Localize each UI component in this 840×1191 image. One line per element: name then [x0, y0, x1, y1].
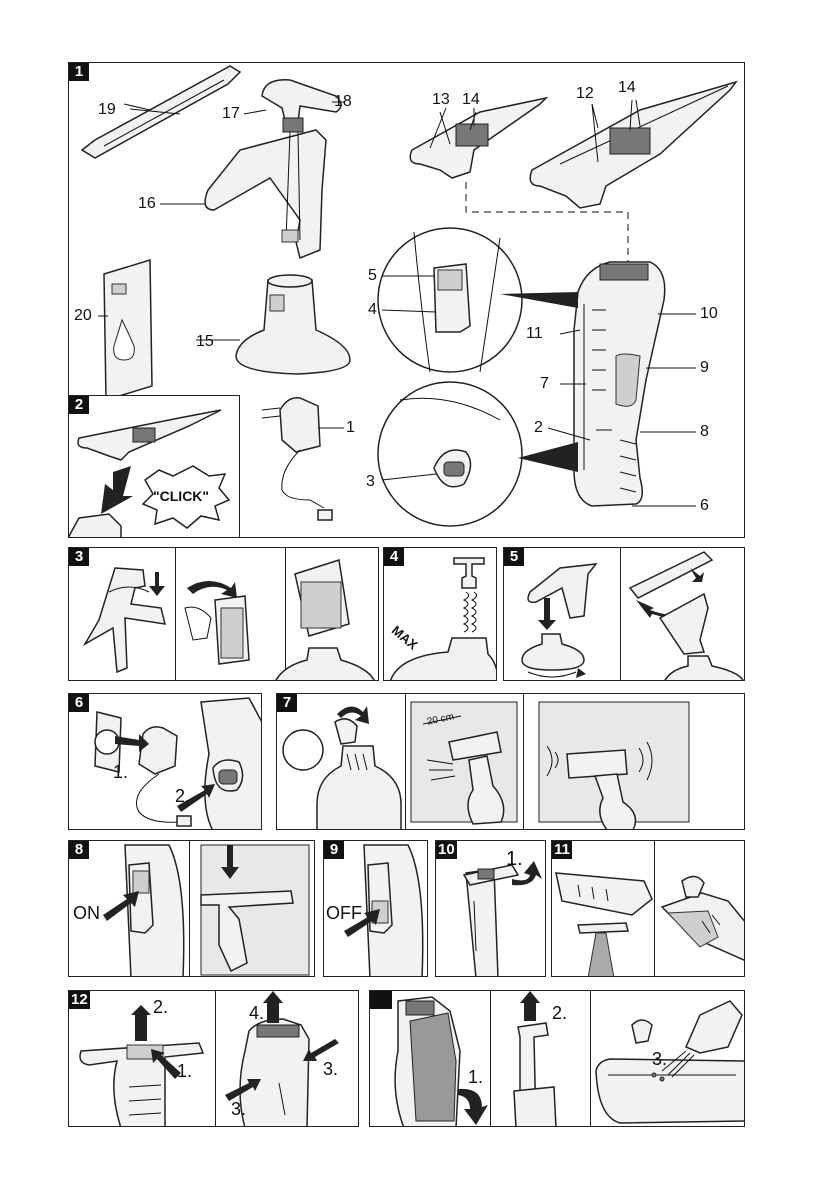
- part-label-6: 6: [700, 498, 709, 514]
- part-label-20: 20: [74, 308, 92, 324]
- part-label-13: 13: [432, 92, 450, 108]
- part-label-15: 15: [196, 334, 214, 350]
- part-label-5: 5: [368, 268, 377, 284]
- part-label-12: 12: [576, 86, 594, 102]
- off-label: OFF: [326, 905, 362, 921]
- panel-5: 5: [503, 547, 745, 681]
- panel-4: 4 MAX: [383, 547, 497, 681]
- detergent-sachet-20: [104, 260, 152, 400]
- panel-9: 9 OFF: [323, 840, 428, 977]
- wiper-attachment-16: [205, 130, 326, 258]
- part-label-19: 19: [98, 102, 116, 118]
- step-2-label: 2.: [153, 999, 168, 1015]
- charger-1: [280, 398, 320, 452]
- panel-7: 7 20 cm: [276, 693, 745, 830]
- part-label-17: 17: [222, 106, 240, 122]
- panel-8: 8 ON: [68, 840, 315, 977]
- panel-2: 2 "CLICK": [68, 395, 240, 538]
- step-1-label: 1.: [177, 1063, 192, 1079]
- step-3-label: 3.: [652, 1051, 667, 1067]
- step-3b-label: 3.: [231, 1101, 246, 1117]
- step-2-label: 2.: [552, 1005, 567, 1021]
- step-1-label: 1.: [468, 1069, 483, 1085]
- part-label-10: 10: [700, 306, 718, 322]
- step-2-label: 2.: [175, 788, 190, 804]
- panel-11: 11: [551, 840, 745, 977]
- step-4-label: 4.: [249, 1005, 264, 1021]
- step-1-label: 1.: [506, 851, 523, 867]
- part-label-4: 4: [368, 302, 377, 318]
- panel-12: 12 2. 1. 4. 3. 3.: [68, 990, 359, 1127]
- panel-10: 10 1.: [435, 840, 546, 977]
- part-label-18: 18: [334, 94, 352, 110]
- part-label-2: 2: [534, 420, 543, 436]
- spray-bottle-15: [236, 280, 350, 374]
- part-label-11: 11: [526, 326, 543, 342]
- part-label-16: 16: [138, 196, 156, 212]
- on-label: ON: [73, 905, 100, 921]
- part-label-1: 1: [346, 420, 355, 436]
- panel-3: 3: [68, 547, 379, 681]
- spray-nozzle-18: [262, 80, 341, 124]
- click-text: "CLICK": [153, 488, 209, 504]
- part-label-7: 7: [540, 376, 549, 392]
- step-1-label: 1.: [113, 764, 128, 780]
- part-label-3: 3: [366, 474, 375, 490]
- panel-13: 1. 2. 3.: [369, 990, 745, 1127]
- part-label-9: 9: [700, 360, 709, 376]
- step-3a-label: 3.: [323, 1061, 338, 1077]
- part-label-14a: 14: [462, 92, 480, 108]
- panel-6: 6 1. 2.: [68, 693, 262, 830]
- part-label-14b: 14: [618, 80, 636, 96]
- part-label-8: 8: [700, 424, 709, 440]
